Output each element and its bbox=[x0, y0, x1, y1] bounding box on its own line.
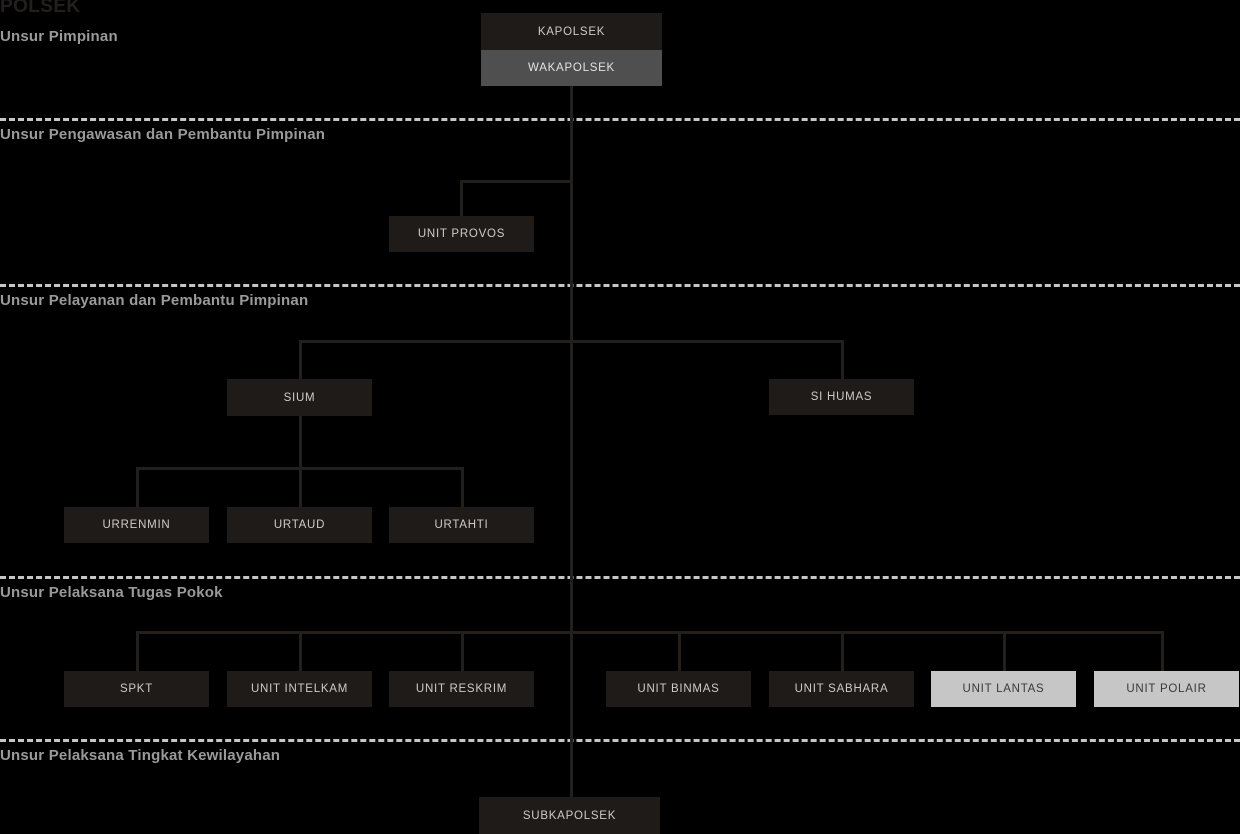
node-kapolsek[interactable]: KAPOLSEK bbox=[481, 13, 662, 50]
node-unit-intelkam[interactable]: UNIT INTELKAM bbox=[227, 671, 372, 707]
trunk-line-main bbox=[570, 85, 573, 797]
page-title: POLSEK bbox=[0, 0, 81, 17]
connector-tugas-pokok-bar bbox=[136, 631, 1164, 634]
connector-provos-horizontal bbox=[460, 180, 572, 183]
node-subkapolsek[interactable]: SUBKAPOLSEK bbox=[479, 797, 660, 834]
section-divider-kewilayahan bbox=[0, 739, 1240, 742]
node-unit-reskrim[interactable]: UNIT RESKRIM bbox=[389, 671, 534, 707]
section-label-unsur-pelaksana-kewilayahan: Unsur Pelaksana Tingkat Kewilayahan bbox=[0, 747, 281, 764]
node-wakapolsek[interactable]: WAKAPOLSEK bbox=[481, 50, 662, 86]
section-divider-pengawasan bbox=[0, 118, 1240, 121]
section-label-unsur-pelaksana-tugas-pokok: Unsur Pelaksana Tugas Pokok bbox=[0, 584, 223, 601]
node-urtahti[interactable]: URTAHTI bbox=[389, 507, 534, 543]
connector-intelkam-drop bbox=[299, 631, 302, 671]
connector-lantas-drop bbox=[1003, 631, 1006, 671]
connector-sabhara-drop bbox=[841, 631, 844, 671]
section-divider-tugas-pokok bbox=[0, 576, 1240, 579]
connector-urtahti-drop bbox=[461, 467, 464, 507]
node-unit-polair[interactable]: UNIT POLAIR bbox=[1094, 671, 1239, 707]
connector-spkt-drop bbox=[136, 631, 139, 671]
connector-urrenmin-drop bbox=[136, 467, 139, 507]
node-unit-binmas[interactable]: UNIT BINMAS bbox=[606, 671, 751, 707]
node-urtaud[interactable]: URTAUD bbox=[227, 507, 372, 543]
section-label-unsur-pimpinan: Unsur Pimpinan bbox=[0, 28, 118, 45]
node-spkt[interactable]: SPKT bbox=[64, 671, 209, 707]
node-unit-provos[interactable]: UNIT PROVOS bbox=[389, 216, 534, 252]
node-unit-lantas[interactable]: UNIT LANTAS bbox=[931, 671, 1076, 707]
connector-sium-stem bbox=[299, 415, 302, 467]
node-si-humas[interactable]: SI HUMAS bbox=[769, 379, 914, 415]
node-urrenmin[interactable]: URRENMIN bbox=[64, 507, 209, 543]
node-sium[interactable]: SIUM bbox=[227, 379, 372, 416]
connector-reskrim-drop bbox=[461, 631, 464, 671]
connector-urtaud-drop bbox=[299, 467, 302, 507]
section-divider-pelayanan bbox=[0, 284, 1240, 287]
connector-binmas-drop bbox=[678, 631, 681, 671]
connector-polair-drop bbox=[1161, 631, 1164, 671]
connector-provos-vertical bbox=[460, 180, 463, 217]
section-label-unsur-pelayanan: Unsur Pelayanan dan Pembantu Pimpinan bbox=[0, 292, 309, 309]
connector-pelayanan-bar bbox=[299, 340, 844, 343]
node-unit-sabhara[interactable]: UNIT SABHARA bbox=[769, 671, 914, 707]
connector-sium-drop bbox=[299, 340, 302, 380]
connector-sihumas-drop bbox=[841, 340, 844, 380]
section-label-unsur-pengawasan: Unsur Pengawasan dan Pembantu Pimpinan bbox=[0, 126, 326, 143]
